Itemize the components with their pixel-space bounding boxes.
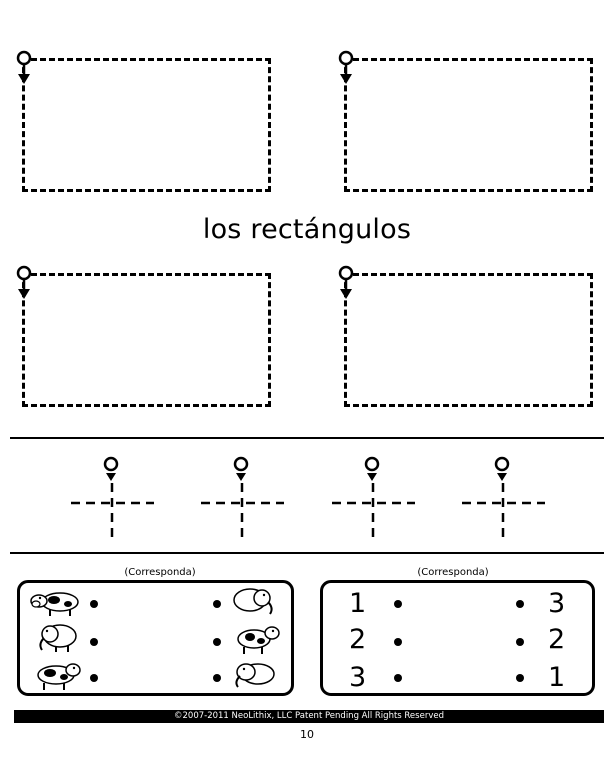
- start-arrow-icon: [16, 50, 32, 84]
- cow-icon: [37, 663, 81, 690]
- trace-letter-t: [201, 456, 284, 541]
- match-panel-animals: [17, 580, 294, 696]
- cow-icon: [237, 626, 280, 654]
- number-left: 3: [349, 662, 367, 693]
- number-left: 1: [349, 588, 367, 619]
- elephant-icon: [233, 588, 273, 615]
- trace-rectangle-1: [22, 58, 271, 192]
- start-arrow-icon: [338, 265, 354, 299]
- match-dot[interactable]: [213, 638, 221, 646]
- match-label-left: (Corresponda): [124, 567, 196, 578]
- trace-letter-t: [71, 456, 154, 541]
- divider-line: [10, 437, 604, 439]
- match-dot[interactable]: [394, 674, 402, 682]
- match-dot[interactable]: [516, 638, 524, 646]
- match-panel-numbers: [320, 580, 595, 696]
- number-left: 2: [349, 624, 367, 655]
- worksheet-title: los rectángulos: [202, 214, 412, 245]
- match-dot[interactable]: [394, 638, 402, 646]
- start-arrow-icon: [338, 50, 354, 84]
- trace-letter-t: [462, 456, 545, 541]
- match-label-right: (Corresponda): [417, 567, 489, 578]
- elephant-icon: [235, 663, 275, 688]
- number-right: 2: [548, 624, 566, 655]
- trace-letter-t: [332, 456, 415, 541]
- match-dot[interactable]: [516, 600, 524, 608]
- match-dot[interactable]: [90, 674, 98, 682]
- start-arrow-icon: [16, 265, 32, 299]
- match-dot[interactable]: [394, 600, 402, 608]
- number-right: 1: [548, 662, 566, 693]
- trace-rectangle-2: [344, 58, 593, 192]
- match-dot[interactable]: [213, 674, 221, 682]
- page-number: 10: [300, 728, 314, 741]
- copyright-bar: ©2007-2011 NeoLithix, LLC Patent Pending…: [14, 710, 604, 723]
- trace-rectangle-4: [344, 273, 593, 407]
- match-dot[interactable]: [516, 674, 524, 682]
- trace-rectangle-3: [22, 273, 271, 407]
- divider-line: [10, 552, 604, 554]
- match-dot[interactable]: [213, 600, 221, 608]
- match-dot[interactable]: [90, 600, 98, 608]
- cow-icon: [30, 592, 79, 616]
- match-dot[interactable]: [90, 638, 98, 646]
- elephant-icon: [39, 624, 77, 652]
- number-right: 3: [548, 588, 566, 619]
